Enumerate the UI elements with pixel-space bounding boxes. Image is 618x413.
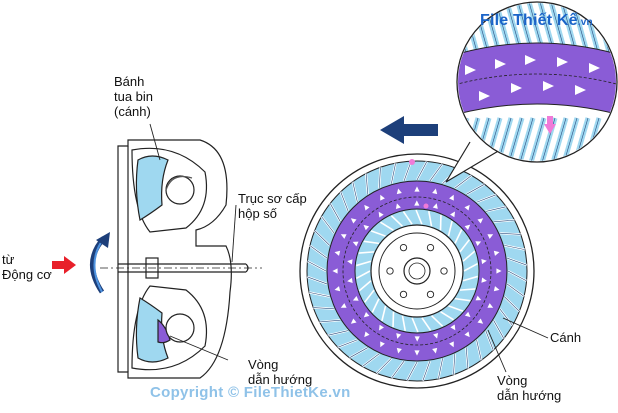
blade-label: Cánh	[550, 330, 582, 345]
turbine-pointer-line	[149, 123, 161, 161]
stator-right-pointer-line	[487, 329, 507, 373]
turbine-label: Bánh tua bin (cánh)	[114, 74, 154, 119]
engine-label: từ Động cơ	[2, 252, 52, 282]
accent-dot-1	[409, 159, 415, 165]
housing-outline	[117, 139, 232, 379]
copyright-watermark: Copyright © FileThietKe.vn	[150, 384, 351, 401]
upper-core-arc	[165, 175, 193, 191]
callout-pointer	[445, 141, 501, 183]
hub-bolts	[386, 243, 448, 299]
upper-torus	[131, 147, 208, 233]
rotation-arrow-icon	[90, 232, 110, 294]
accent-dot-2	[423, 203, 429, 209]
lower-torus	[131, 285, 208, 371]
stator-left-ring	[157, 318, 171, 344]
ring-markers	[332, 186, 502, 356]
stator-right-label: Vòng dẫn hướng	[497, 373, 562, 403]
stator-wheel	[299, 153, 535, 389]
blade-pointer-line	[502, 317, 549, 339]
shaft-pointer-line	[231, 204, 237, 263]
torque-converter-section	[100, 123, 262, 379]
callout-markers	[465, 55, 600, 101]
stator-left-pointer-line	[169, 335, 229, 361]
turbine-blade-lower	[135, 297, 169, 363]
input-arrow-icon	[52, 256, 76, 274]
callout-ring-band	[458, 42, 616, 117]
logo-suffix: .vn	[577, 17, 593, 28]
turbine-blade-upper	[135, 155, 169, 221]
shaft-label: Trục sơ cấp hộp số	[238, 191, 307, 221]
callout-pink-arrow	[544, 124, 556, 134]
stator-left-label: Vòng dẫn hướng	[248, 357, 313, 387]
callout-ring-dash	[458, 73, 616, 87]
callout-pink-stem	[547, 116, 553, 125]
lower-core	[165, 313, 195, 343]
inner-blade-spokes	[356, 209, 478, 333]
site-logo: File Thiết Kế.vn	[480, 12, 593, 30]
hub-center-inner	[408, 262, 426, 280]
purple-ring-mid	[342, 196, 492, 346]
logo-main: File Thiết Kế	[480, 12, 578, 29]
upper-core	[165, 175, 195, 205]
direction-arrow-icon	[380, 116, 438, 144]
